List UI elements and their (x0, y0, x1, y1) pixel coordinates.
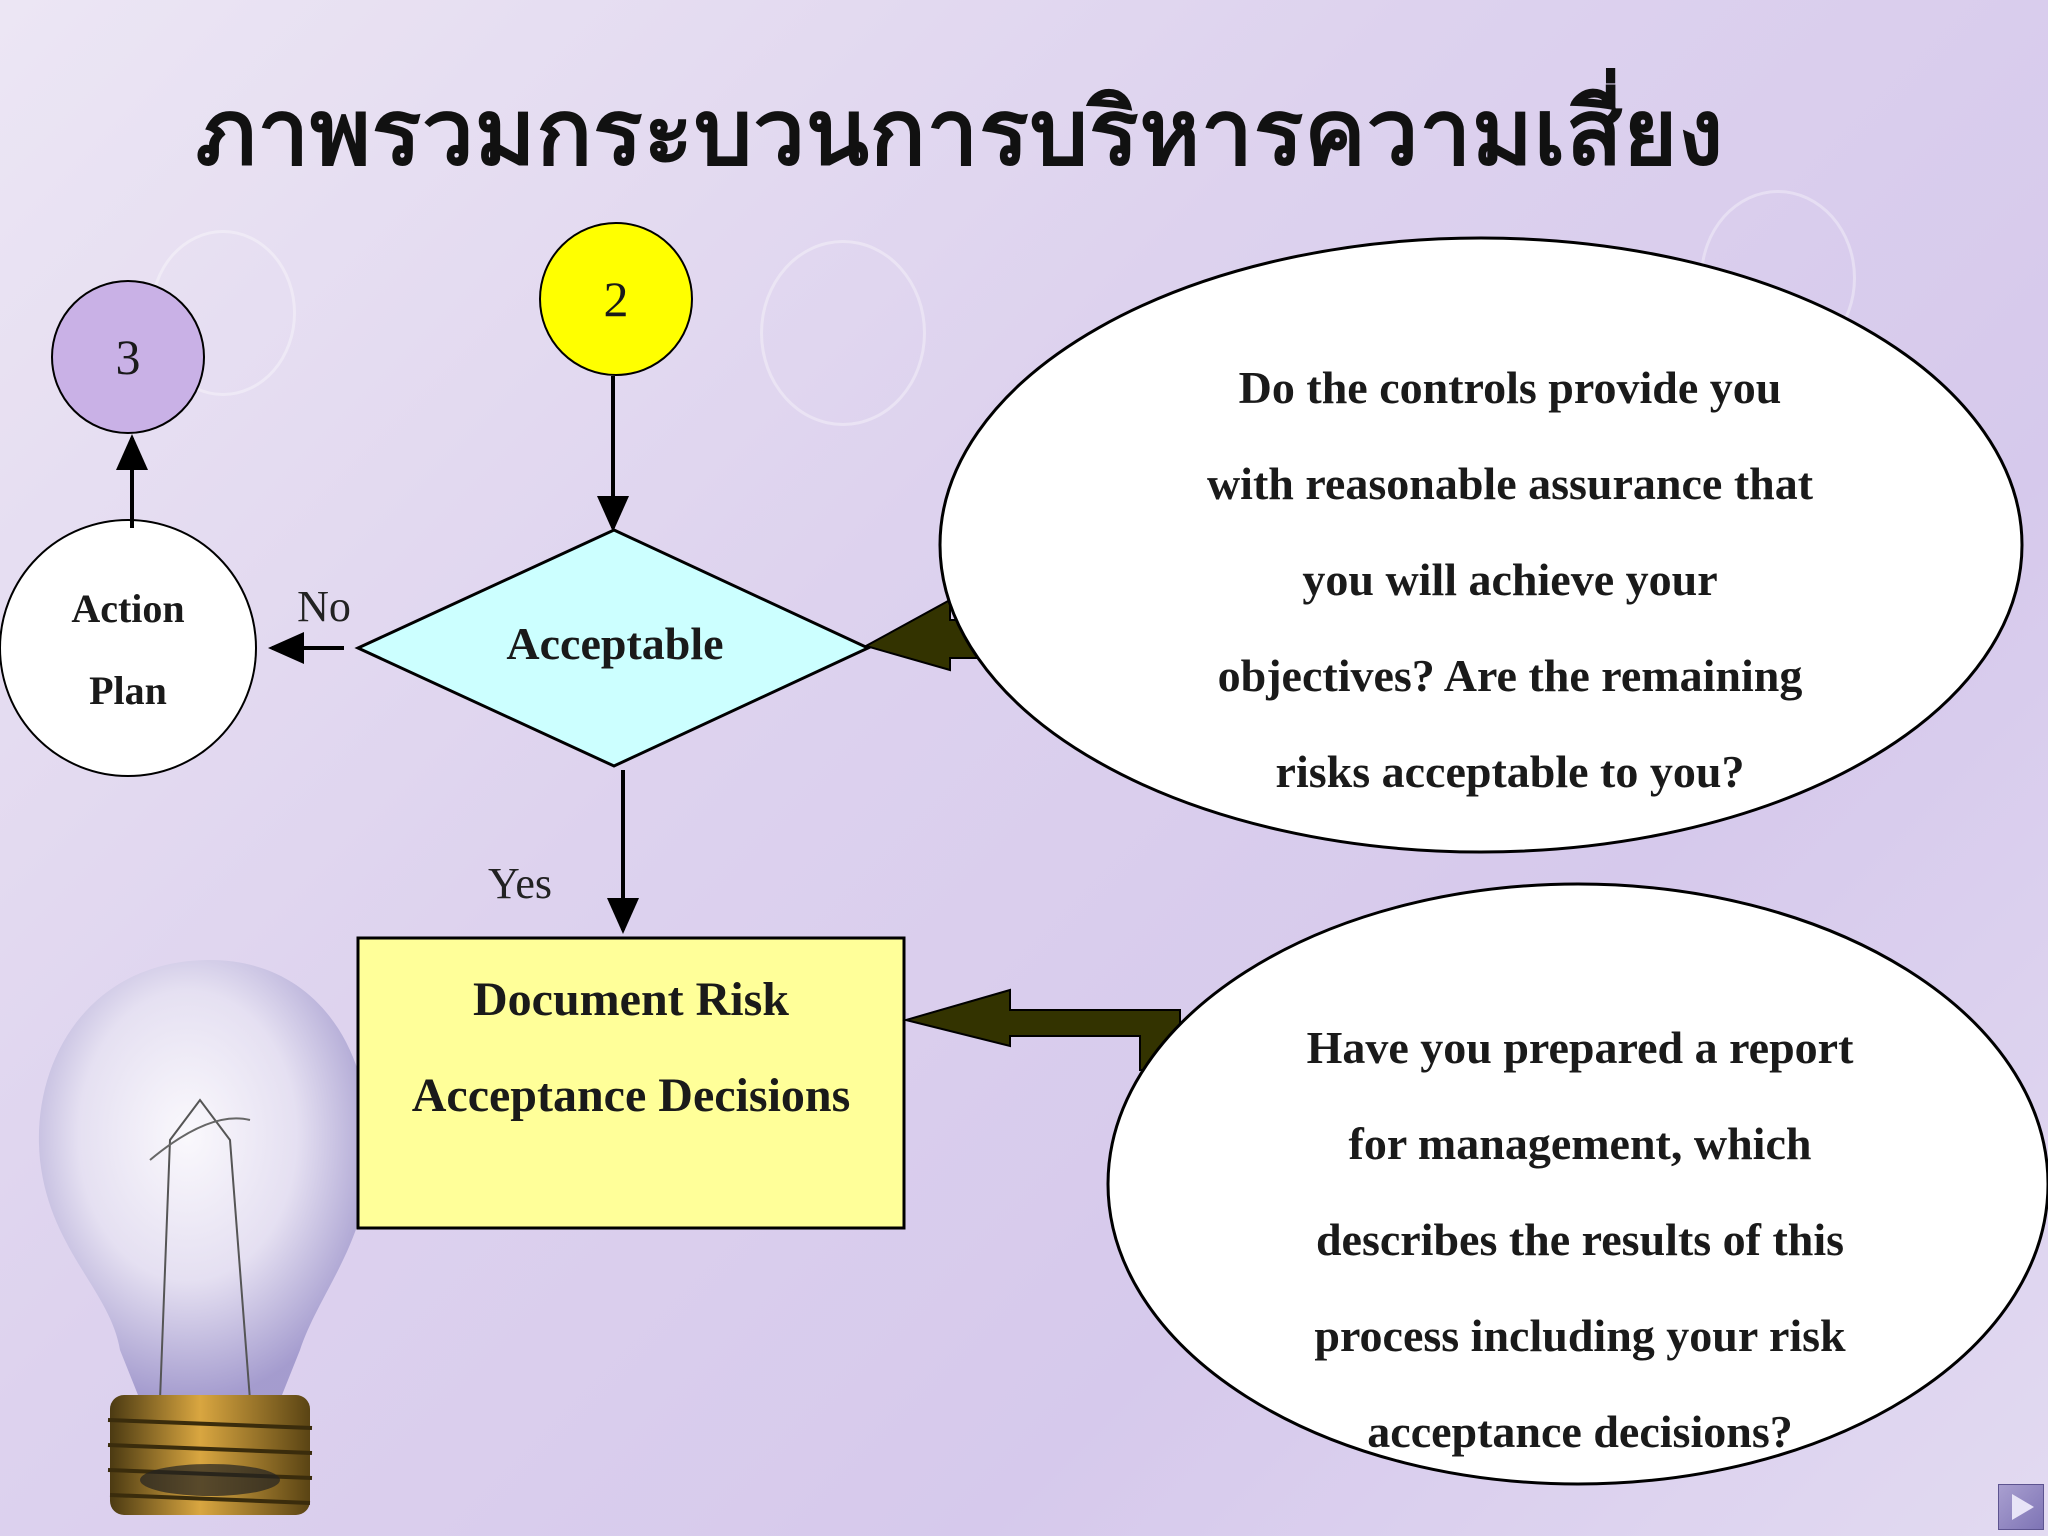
callout-line: you will achieve your (1302, 554, 1718, 605)
background-bulb-decoration (760, 240, 926, 426)
next-slide-arrow-icon[interactable] (1998, 1484, 2044, 1530)
connector-2-circle (539, 222, 693, 376)
document-risk-box (356, 936, 906, 1230)
light-bulb-icon (38, 960, 370, 1515)
callout-line: describes the results of this (1315, 1214, 1845, 1265)
document-line: Document Risk (472, 973, 789, 1026)
yes-label: Yes (487, 858, 553, 908)
callout-line: with reasonable assurance that (1206, 458, 1814, 509)
no-label: No (297, 581, 351, 631)
action-plan-line: Plan (89, 668, 167, 713)
decision-label: Acceptable (506, 617, 724, 669)
report-question-text: Have you prepared a report for managemen… (1150, 1000, 2010, 1480)
callout-line: Have you prepared a report (1306, 1022, 1854, 1073)
callout-arrow-report (902, 988, 1181, 1071)
document-risk-label: Document Risk Acceptance Decisions (360, 952, 902, 1144)
slide-title: ภาพรวมกระบวนการบริหารความเสี่ยง (195, 82, 1725, 184)
callout-line: risks acceptable to you? (1275, 746, 1745, 797)
action-plan-line: Action (71, 586, 185, 631)
controls-question-ellipse (938, 236, 2024, 854)
callout-line: for management, which (1348, 1118, 1812, 1169)
callout-line: Do the controls provide you (1238, 362, 1782, 413)
connector-2-label: 2 (603, 271, 629, 327)
connector-3-circle (51, 280, 205, 434)
callout-line: objectives? Are the remaining (1217, 650, 1803, 701)
callout-line: process including your risk (1314, 1310, 1846, 1361)
connector-3-label: 3 (115, 329, 141, 385)
action-plan-circle (0, 519, 257, 777)
decision-diamond (354, 528, 872, 768)
controls-question-text: Do the controls provide you with reasona… (1080, 340, 1940, 820)
action-plan-label: Action Plan (20, 580, 236, 720)
callout-line: acceptance decisions? (1367, 1406, 1793, 1457)
document-line: Acceptance Decisions (411, 1069, 851, 1122)
report-question-ellipse (1106, 882, 2048, 1486)
